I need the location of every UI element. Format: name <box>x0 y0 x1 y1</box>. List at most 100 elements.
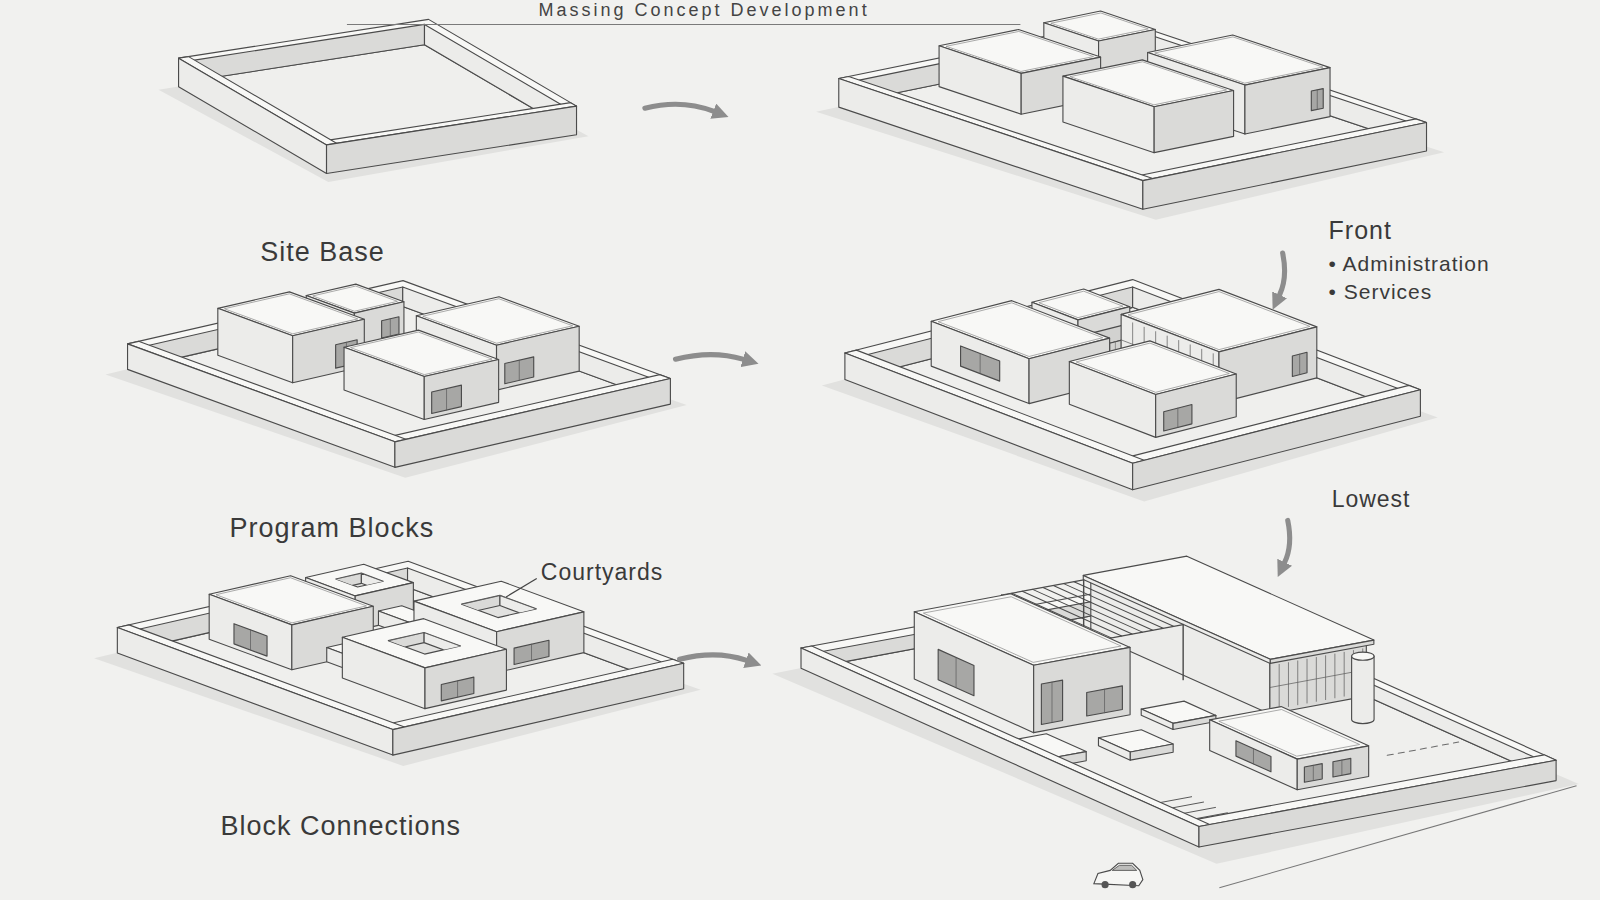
sketch-line <box>519 360 520 380</box>
callout-label: Courtyards <box>541 559 663 585</box>
sketch-line <box>390 319 391 336</box>
courtyard-walls <box>388 632 460 656</box>
sketch-line <box>1002 580 1084 595</box>
sketch-line <box>1074 582 1173 627</box>
block-side <box>209 594 292 670</box>
parapet-line <box>351 332 493 375</box>
window <box>432 385 462 413</box>
window <box>1311 89 1323 111</box>
block-side <box>1063 76 1154 153</box>
courtyard-walls <box>462 595 537 619</box>
outer-wall <box>1199 760 1556 847</box>
sketch-line <box>1279 664 1280 708</box>
block-front <box>1154 90 1233 152</box>
massing-step-4 <box>822 280 1438 502</box>
outer-wall <box>327 106 577 173</box>
wall-top <box>128 341 406 441</box>
block-side <box>1141 709 1173 729</box>
sketch-line <box>1182 625 1183 680</box>
annotations <box>347 24 1577 888</box>
sketch-line <box>980 353 981 373</box>
courtyard-wall <box>388 632 424 650</box>
silo-top <box>1352 652 1374 660</box>
window <box>1304 764 1322 783</box>
wall-top <box>117 625 404 730</box>
block-front <box>497 612 584 673</box>
parapet-line <box>923 597 1121 663</box>
sketch-line <box>531 644 532 660</box>
step-arrow <box>680 655 746 660</box>
window <box>514 640 549 664</box>
outer-wall <box>839 79 1143 210</box>
note-item: • Services <box>1329 280 1433 304</box>
parapet-line <box>216 578 366 623</box>
parapet-line <box>1039 291 1123 317</box>
step-arrow <box>1285 520 1290 562</box>
block-front <box>1156 374 1237 437</box>
outer-wall <box>1133 390 1421 490</box>
massing-panels <box>94 11 1579 864</box>
courtyard-wall <box>462 595 500 614</box>
outer-wall <box>117 628 393 756</box>
outer-wall <box>393 663 684 755</box>
parapet-line <box>1051 13 1148 39</box>
block-front <box>1245 68 1330 134</box>
sketch-line <box>457 681 458 697</box>
window <box>505 357 534 384</box>
sketch-line <box>1104 689 1105 713</box>
sketch-line <box>1299 354 1300 374</box>
car-window <box>1112 865 1136 870</box>
step-arrow <box>645 104 713 111</box>
sketch-line <box>956 657 957 687</box>
block-front <box>1270 640 1374 663</box>
block-side <box>1069 361 1155 437</box>
diagram-title: Massing Concept Development <box>539 0 870 21</box>
outer-wall <box>179 58 327 173</box>
sketch-line <box>1101 625 1183 640</box>
sketch-line <box>1341 760 1342 775</box>
window <box>1164 405 1192 431</box>
sketch-line <box>250 630 251 650</box>
window <box>441 677 474 701</box>
ground-shadow <box>822 304 1438 502</box>
parapet-line <box>224 294 357 334</box>
sketch-line <box>1051 682 1052 722</box>
block-side <box>1098 738 1130 760</box>
block-side <box>939 46 1021 114</box>
step-arrow <box>1280 253 1285 295</box>
sketch-line <box>1387 742 1458 755</box>
sketch-line <box>1297 661 1298 705</box>
courtyard-walls <box>336 573 383 591</box>
step-arrow <box>676 355 743 360</box>
window <box>938 649 974 695</box>
parapet-line <box>946 31 1093 71</box>
courtyard-wall <box>361 573 383 591</box>
parapet-line <box>423 299 573 343</box>
note-heading: Front <box>1329 216 1392 245</box>
silo-tower <box>1352 656 1374 723</box>
inner-wall <box>194 24 424 80</box>
sketch-line <box>1317 90 1318 110</box>
note-item: • Administration <box>1329 252 1490 276</box>
massing-step-1 <box>159 19 589 182</box>
road-edge <box>1219 786 1576 888</box>
massing-final <box>772 556 1578 864</box>
massing-step-5 <box>94 561 701 766</box>
window <box>1292 352 1307 376</box>
block-side <box>1210 720 1298 790</box>
block-side <box>344 347 424 419</box>
sketch-line <box>1064 584 1163 629</box>
wall-top <box>845 350 1144 463</box>
wall-top <box>839 77 1153 181</box>
panel-caption: Block Connections <box>220 811 461 842</box>
parapet-line <box>1076 343 1229 392</box>
wall-top <box>801 646 1210 827</box>
sketch-line <box>1307 659 1308 703</box>
window <box>1087 686 1123 716</box>
title-underline <box>347 24 1020 25</box>
note-label: Lowest <box>1332 486 1411 512</box>
window <box>961 346 1000 381</box>
